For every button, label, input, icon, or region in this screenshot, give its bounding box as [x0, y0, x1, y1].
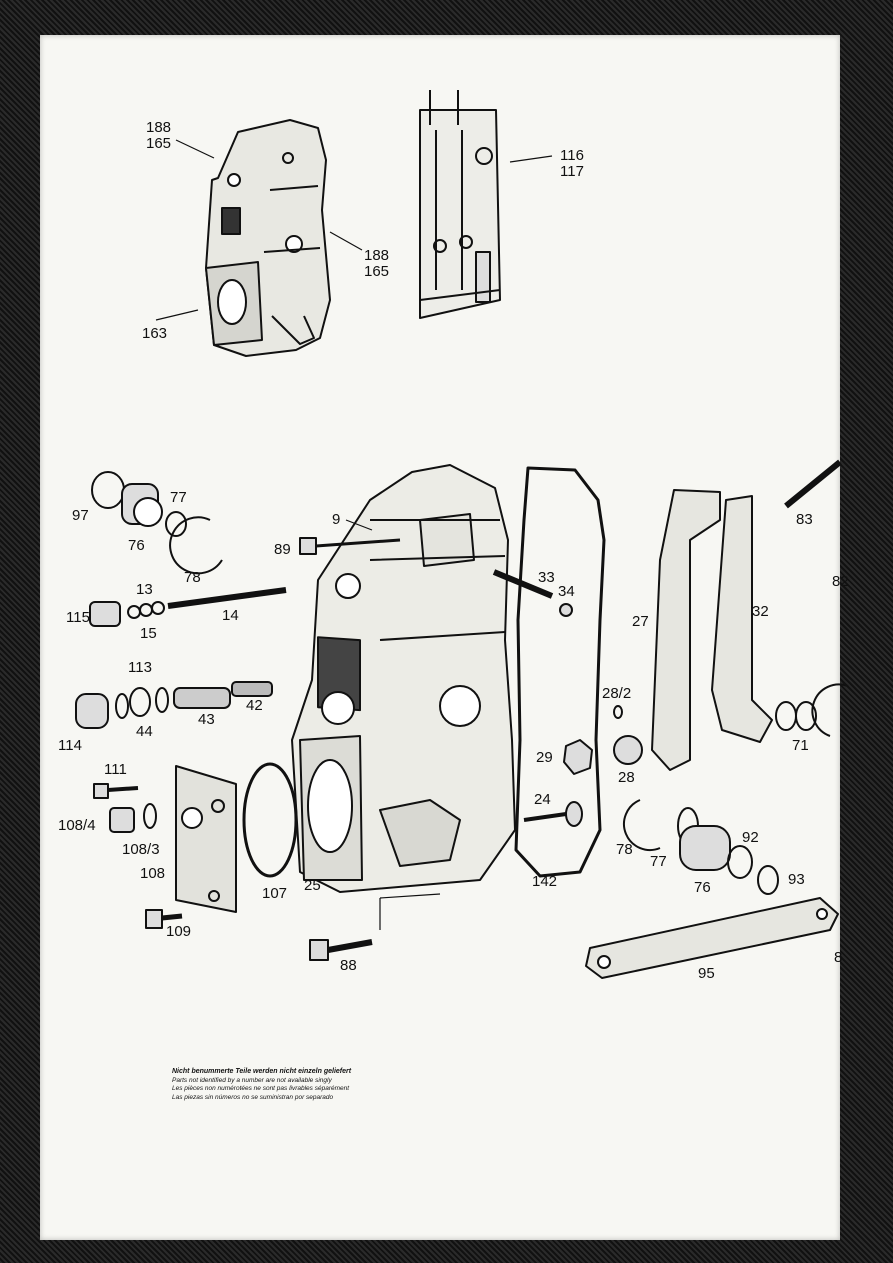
- leader-lines: [155, 139, 553, 930]
- washer-28-2: [613, 705, 623, 719]
- label-108-3: 108/3: [122, 841, 160, 858]
- label-188a: 188: [146, 119, 172, 136]
- label-113: 113: [128, 659, 152, 676]
- label-43: 43: [198, 711, 215, 728]
- label-42: 42: [246, 697, 263, 714]
- label-29: 29: [536, 749, 553, 766]
- label-71: 71: [792, 737, 809, 754]
- label-114: 114: [58, 737, 82, 754]
- assembly-76-right: [623, 799, 779, 895]
- label-13: 13: [136, 581, 153, 598]
- label-15: 15: [140, 625, 157, 642]
- cover-plate-108: [175, 765, 237, 913]
- label-93: 93: [788, 871, 805, 888]
- label-77a: 77: [170, 489, 187, 506]
- label-25: 25: [304, 877, 321, 894]
- label-77b: 77: [650, 853, 667, 870]
- plug-28: [613, 735, 643, 765]
- label-32: 32: [752, 603, 769, 620]
- label-44: 44: [136, 723, 153, 740]
- label-89: 89: [274, 541, 291, 558]
- label-117: 117: [560, 163, 584, 180]
- label-163: 163: [142, 325, 168, 342]
- lever-95: [585, 897, 839, 979]
- nut-29: [563, 739, 593, 775]
- main-housing: [291, 464, 516, 893]
- gasket-142: [514, 466, 606, 878]
- rod-14: [89, 587, 287, 627]
- bolt-24: [523, 801, 583, 827]
- label-97: 97: [72, 507, 89, 524]
- label-76a: 76: [128, 537, 145, 554]
- lever-32: [711, 495, 773, 743]
- bolt-88: [309, 939, 373, 961]
- label-188b: 188: [364, 247, 390, 264]
- label-82: 82: [832, 573, 849, 590]
- assembly-113: [75, 681, 273, 729]
- label-14: 14: [222, 607, 239, 624]
- label-78b: 78: [616, 841, 633, 858]
- label-88: 88: [340, 957, 357, 974]
- label-34: 34: [558, 583, 575, 600]
- label-28: 28: [618, 769, 635, 786]
- bolt-89: [299, 537, 401, 555]
- pin-33: [492, 569, 573, 617]
- label-78a: 78: [184, 569, 201, 586]
- spring-83: [784, 459, 842, 509]
- label-107: 107: [262, 885, 288, 902]
- footnote-french: Les pièces non numérotées ne sont pas li…: [172, 1085, 350, 1092]
- label-83: 83: [796, 511, 813, 528]
- label-92: 92: [742, 829, 759, 846]
- label-165a: 165: [146, 135, 172, 152]
- footnote-spanish: Las piezas sin números no se suministran…: [172, 1093, 334, 1101]
- footnote-german: Nicht benummerte Teile werden nicht einz…: [172, 1068, 352, 1075]
- label-76b: 76: [694, 879, 711, 896]
- label-165b: 165: [364, 263, 390, 280]
- assembly-97: [91, 471, 223, 575]
- housing-top-left: [205, 119, 331, 357]
- label-27: 27: [632, 613, 649, 630]
- clip-partial: [811, 683, 849, 737]
- ring-71b: [795, 701, 817, 731]
- label-109: 109: [166, 923, 192, 940]
- ring-71a: [775, 701, 797, 731]
- plug-108-4: [109, 803, 157, 833]
- label-142: 142: [532, 873, 558, 890]
- pump-frame-top: [419, 90, 501, 319]
- label-108: 108: [140, 865, 166, 882]
- bolt-111: [93, 783, 139, 799]
- footnote-english: Parts not identified by a number are not…: [172, 1076, 332, 1084]
- label-95: 95: [698, 965, 715, 982]
- label-115: 115: [66, 609, 90, 626]
- bolt-109: [145, 909, 183, 929]
- lever-27: [651, 489, 721, 771]
- label-33: 33: [538, 569, 555, 586]
- label-8-partial: 8: [834, 949, 843, 966]
- label-116: 116: [560, 147, 584, 164]
- label-9: 9: [332, 511, 341, 528]
- footnote: Nicht benummerte Teile werden nicht einz…: [172, 1068, 472, 1102]
- label-28-2: 28/2: [602, 685, 632, 702]
- label-108-4: 108/4: [58, 817, 96, 834]
- label-24: 24: [534, 791, 551, 808]
- label-111: 111: [104, 761, 127, 778]
- gasket-107: [242, 762, 298, 878]
